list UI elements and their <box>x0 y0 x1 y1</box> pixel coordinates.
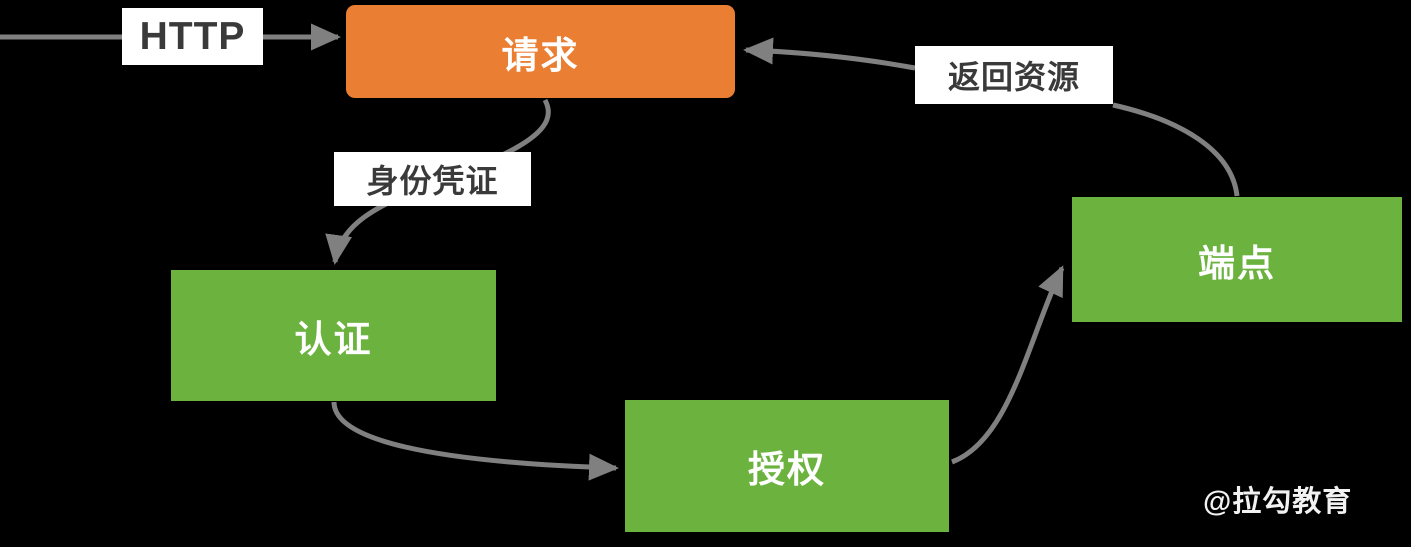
node-auth-label: 认证 <box>294 318 373 360</box>
node-endpoint-label: 端点 <box>1198 242 1276 284</box>
node-endpoint[interactable]: 端点 <box>1072 197 1402 322</box>
edge-label-credential-text: 身份凭证 <box>366 163 499 199</box>
edge-auth-to-authz <box>331 401 619 481</box>
node-request[interactable]: 请求 <box>346 5 735 98</box>
edge-label-http-text: HTTP <box>139 14 246 58</box>
edge-label-return-resource-text: 返回资源 <box>947 59 1080 95</box>
watermark-text: @拉勾教育 <box>1203 486 1353 518</box>
node-request-label: 请求 <box>501 34 580 76</box>
node-authz[interactable]: 授权 <box>625 400 949 532</box>
edge-label-return-resource: 返回资源 <box>915 46 1113 104</box>
edge-label-http: HTTP <box>122 8 263 65</box>
node-auth[interactable]: 认证 <box>171 270 496 401</box>
edge-label-credential: 身份凭证 <box>334 152 531 206</box>
node-authz-label: 授权 <box>748 449 826 490</box>
watermark: @拉勾教育 <box>1203 478 1352 520</box>
edge-authz-to-endpoint <box>951 265 1065 465</box>
